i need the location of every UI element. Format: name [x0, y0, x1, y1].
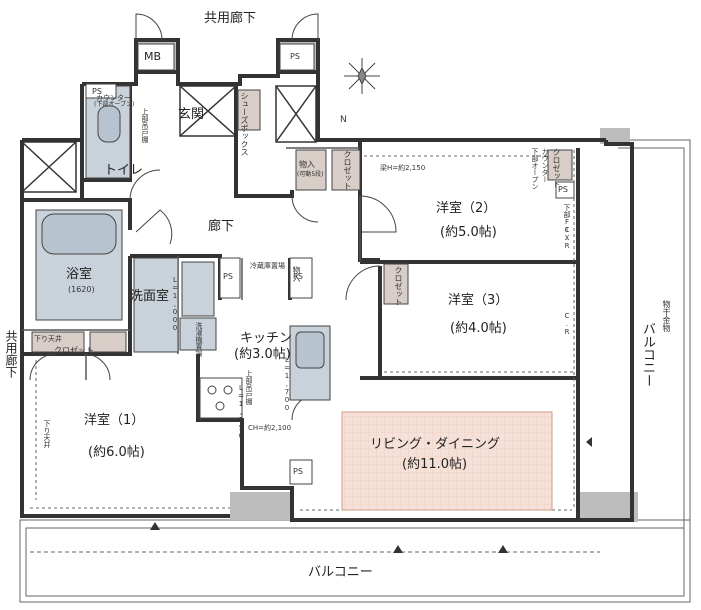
walls — [20, 38, 634, 522]
mb-label: MB — [144, 50, 162, 63]
cr-label-1: C.R — [563, 226, 571, 250]
counter-toilet-label: カウンター — [96, 94, 131, 102]
shaft-boxes — [21, 85, 317, 193]
fix-window-label: 下部FIX — [563, 204, 571, 242]
ps-boxes — [85, 43, 575, 485]
compass-icon — [344, 58, 380, 94]
common-corridor-top-label: 共用廊下 — [204, 11, 257, 26]
closet-w3-label: クロゼット — [394, 266, 403, 306]
western-3-label: 洋室（3） — [448, 293, 509, 308]
common-corridor-left-label: 共用廊下 — [4, 330, 18, 378]
cr-label-2: C.R — [563, 312, 571, 336]
bathroom-label: 浴室 — [66, 267, 93, 282]
closet-w2-label: クロゼット — [552, 148, 561, 188]
ps-label-wash: PS — [223, 272, 233, 281]
dashed-lines — [30, 150, 575, 511]
balcony-right-label: バルコニー — [640, 322, 655, 387]
stove — [199, 377, 243, 419]
entrance-label: 玄関 — [178, 107, 205, 122]
ps-label-toilet: PS — [92, 87, 102, 96]
counter-w2-sub: 下部オープン — [531, 148, 539, 190]
laundry-hanger-label: 物干金物 — [662, 300, 671, 332]
upper-cabinet-label: 上部吊戸棚 — [245, 370, 253, 405]
living-label: リビング・ダイニング — [370, 437, 501, 452]
beam-height-label: 梁H=約2,150 — [380, 164, 426, 172]
ceiling-height-label: CH=約2,100 — [248, 424, 292, 432]
western-1-area: (約6.0帖) — [88, 445, 145, 460]
toilet-shelf-label: 上部吊戸棚 — [141, 108, 149, 143]
washer-label: 洗濯機置場 — [195, 322, 203, 357]
lower-ceiling-label: 下り天井 — [43, 420, 51, 448]
hallway-label: 廊下 — [208, 219, 235, 234]
l-1700-label: L=1,700 — [283, 356, 291, 412]
bathroom-size: (1620) — [68, 285, 95, 294]
washroom-label: 洗面室 — [130, 289, 170, 304]
shoe-box-label: シューズボックス — [240, 92, 249, 156]
closet-main-label: クロゼット — [343, 150, 352, 190]
ps-label-right: PS — [558, 185, 568, 194]
markers — [150, 437, 592, 553]
counter-w2-label: カウンター — [541, 148, 549, 183]
western-2-area: (約5.0帖) — [440, 225, 497, 240]
storage-1-sub: (可動5段) — [297, 171, 324, 178]
balcony-outline — [19, 139, 691, 603]
kitchen-area: (約3.0帖) — [234, 347, 291, 362]
fridge-label: 冷蔵庫置場 — [250, 262, 285, 270]
closet-w1-label: クロゼット — [54, 346, 94, 355]
ps-label-kitchen: PS — [293, 272, 303, 281]
living-area: (約11.0帖) — [402, 457, 468, 472]
counter-toilet-sub: (下部オープン) — [94, 101, 135, 108]
lower-ceiling-closet-label: 下り天井 — [34, 335, 62, 343]
l-1000-label: L=1,000 — [171, 276, 179, 332]
ps-label-bottom: PS — [293, 467, 303, 476]
storage-1-label: 物入 — [299, 160, 315, 169]
balcony-bottom-label: バルコニー — [308, 565, 373, 580]
storage-2-label: 物入 — [292, 266, 301, 282]
north-label: N — [340, 115, 347, 125]
western-2-label: 洋室（2） — [436, 201, 497, 216]
western-1-label: 洋室（1） — [84, 413, 145, 428]
ps-label-top: PS — [290, 52, 300, 61]
western-3-area: (約4.0帖) — [450, 321, 507, 336]
toilet-label: トイレ — [104, 163, 144, 178]
kitchen-label: キッチン — [240, 331, 293, 346]
l-1150-label: L=1,150 — [237, 384, 245, 440]
